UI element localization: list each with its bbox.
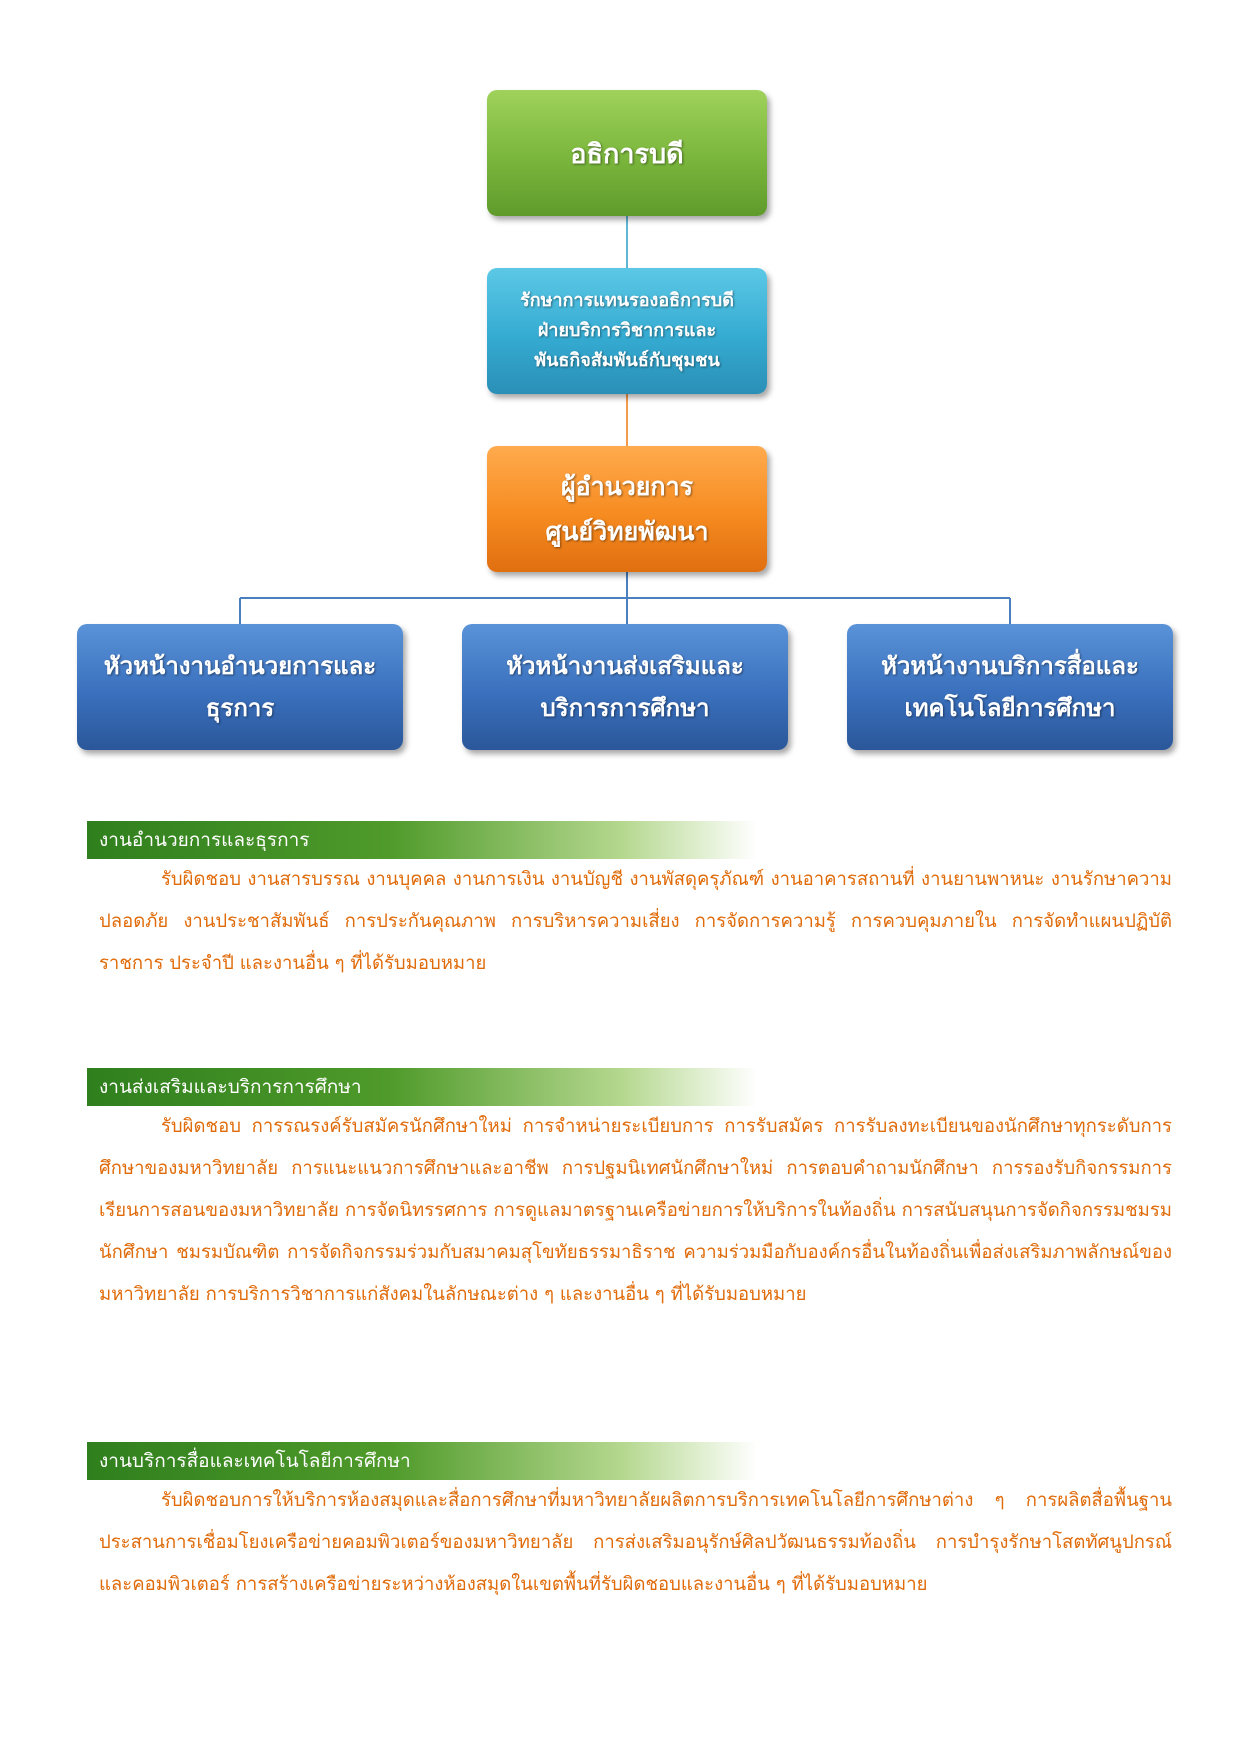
unit-label-line-1: หัวหน้างานส่งเสริมและ (506, 652, 744, 680)
unit-box-administration: หัวหน้างานอำนวยการและ ธุรการ (77, 624, 403, 750)
unit-label-line-1: หัวหน้างานอำนวยการและ (103, 652, 377, 680)
section-body: รับผิดชอบการให้บริการห้องสมุดและสื่อการศ… (99, 1490, 1172, 1595)
section-administration: งานอำนวยการและธุรการ รับผิดชอบ งานสารบรร… (87, 821, 1172, 985)
vice-president-box: รักษาการแทนรองอธิการบดี ฝ่ายบริการวิชากา… (487, 268, 767, 394)
section-body: รับผิดชอบ การรณรงค์รับสมัครนักศึกษาใหม่ … (99, 1116, 1172, 1305)
president-label: อธิการบดี (570, 138, 684, 170)
center-director-line-1: ผู้อำนวยการ (560, 472, 694, 501)
vice-president-line-3: พันธกิจสัมพันธ์กับชุมชน (534, 350, 720, 371)
unit-box-education-services: หัวหน้างานส่งเสริมและ บริการการศึกษา (462, 624, 788, 750)
section-heading: งานอำนวยการและธุรการ (87, 821, 757, 859)
center-director-box: ผู้อำนวยการ ศูนย์วิทยพัฒนา (487, 446, 767, 572)
org-chart-connectors (239, 216, 1011, 624)
center-director-line-2: ศูนย์วิทยพัฒนา (545, 517, 709, 546)
section-heading: งานบริการสื่อและเทคโนโลยีการศึกษา (87, 1442, 757, 1480)
section-heading: งานส่งเสริมและบริการการศึกษา (87, 1068, 757, 1106)
section-body: รับผิดชอบ งานสารบรรณ งานบุคคล งานการเงิน… (99, 869, 1172, 974)
unit-label-line-2: ธุรการ (205, 694, 275, 722)
president-box: อธิการบดี (487, 90, 767, 216)
unit-label-line-1: หัวหน้างานบริการสื่อและ (881, 652, 1139, 680)
section-media-technology: งานบริการสื่อและเทคโนโลยีการศึกษา รับผิด… (87, 1442, 1172, 1606)
section-education-services: งานส่งเสริมและบริการการศึกษา รับผิดชอบ ก… (87, 1068, 1172, 1316)
unit-box-media-technology: หัวหน้างานบริการสื่อและ เทคโนโลยีการศึกษ… (847, 624, 1173, 750)
unit-label-line-2: บริการการศึกษา (540, 694, 710, 722)
vice-president-line-2: ฝ่ายบริการวิชาการและ (537, 320, 717, 341)
unit-label-line-2: เทคโนโลยีการศึกษา (904, 694, 1116, 722)
vice-president-line-1: รักษาการแทนรองอธิการบดี (520, 290, 734, 311)
